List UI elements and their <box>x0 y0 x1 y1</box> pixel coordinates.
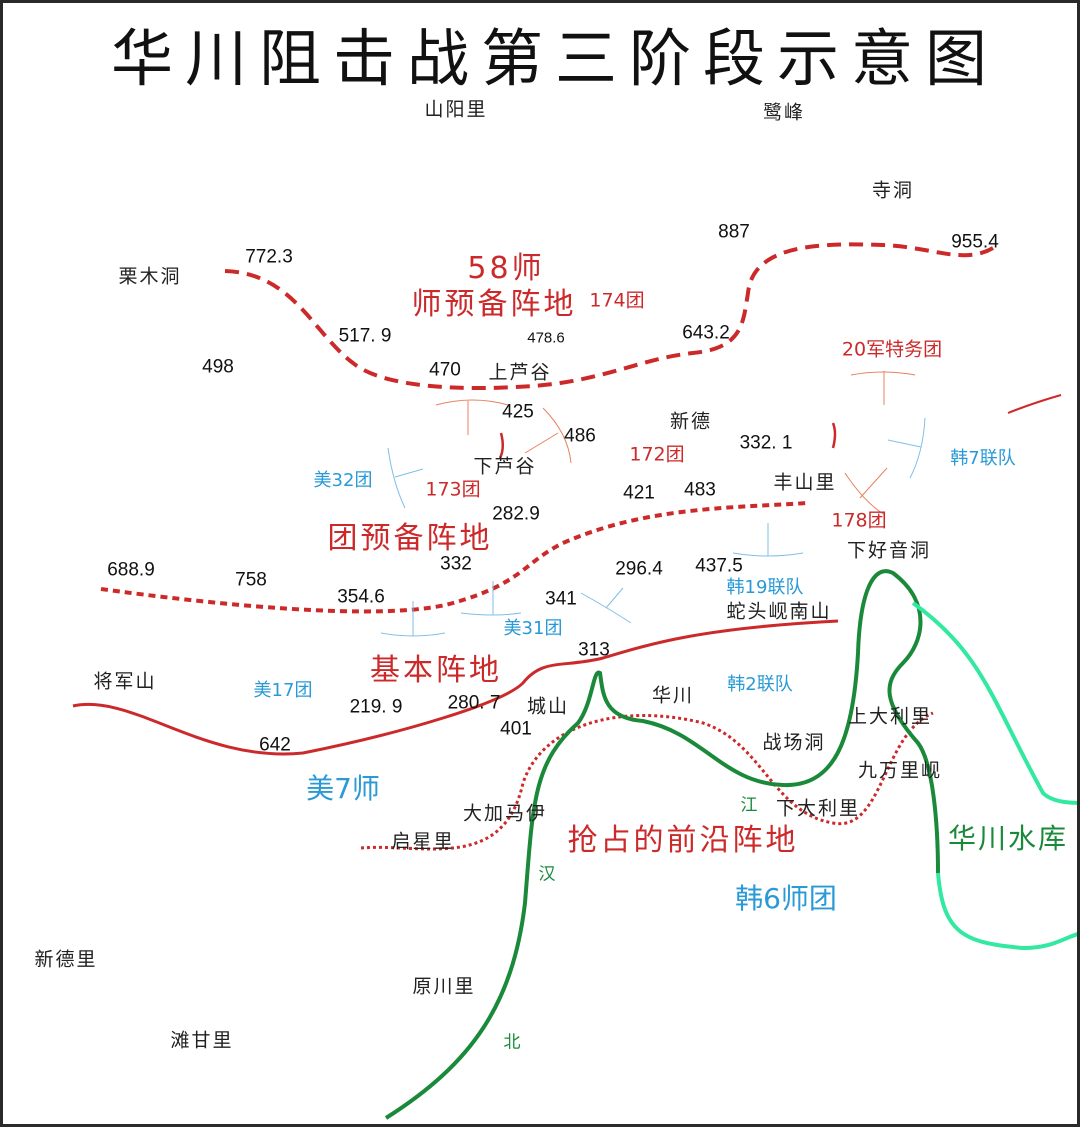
enemy-division-label: 韩6师团 <box>735 882 837 915</box>
place-label: 寺洞 <box>871 179 915 202</box>
unit-label: 20军特务团 <box>841 338 943 361</box>
elevation-label: 332 <box>440 553 472 575</box>
place-label: 将军山 <box>93 670 157 693</box>
place-label: 滩甘里 <box>170 1029 234 1052</box>
elevation-label: 887 <box>718 221 750 243</box>
elevation-label: 437.5 <box>695 555 743 577</box>
unit-label: 178团 <box>831 509 887 532</box>
place-label: 下大利里 <box>775 797 861 820</box>
unit-label: 174团 <box>589 289 645 312</box>
place-label: 栗木洞 <box>118 265 182 288</box>
elevation-label: 642 <box>259 734 291 756</box>
place-label: 启星里 <box>391 830 455 853</box>
regiment-reserve-label: 团预备阵地 <box>327 521 493 556</box>
unit-label: 173团 <box>425 478 481 501</box>
place-label: 上大利里 <box>847 705 933 728</box>
elevation-label: 498 <box>202 356 234 378</box>
place-label: 蛇头岘南山 <box>726 600 832 623</box>
map-title: 华川阻击战第三阶段示意图 <box>110 22 1000 95</box>
elevation-label: 955.4 <box>951 231 999 253</box>
place-label: 新德里 <box>34 948 98 971</box>
bukhan-river <box>384 569 940 1120</box>
elevation-label: 772.3 <box>245 246 293 268</box>
place-label: 丰山里 <box>773 471 837 494</box>
river-label: 江 <box>740 795 758 816</box>
elevation-label: 758 <box>235 569 267 591</box>
place-label: 鹭峰 <box>762 101 806 124</box>
attack-arrows <box>380 371 1062 637</box>
elevation-label: 219. 9 <box>349 696 403 718</box>
enemy-division-label: 美7师 <box>306 772 380 805</box>
division-reserve-line <box>224 242 994 390</box>
elevation-label: 470 <box>429 359 461 381</box>
elevation-label: 478.6 <box>527 329 565 347</box>
enemy-unit-label: 韩2联队 <box>727 674 793 695</box>
place-label: 原川里 <box>412 975 476 998</box>
elevation-label: 313 <box>578 639 610 661</box>
reservoir-shore <box>911 601 1077 951</box>
place-label: 城山 <box>526 695 570 718</box>
elevation-label: 354.6 <box>337 586 385 608</box>
place-label: 山阳里 <box>424 98 488 121</box>
elevation-label: 688.9 <box>107 559 155 581</box>
place-label: 新德 <box>669 410 713 433</box>
unit-label: 172团 <box>629 443 685 466</box>
river-label: 汉 <box>538 864 556 885</box>
elevation-label: 296.4 <box>615 558 663 580</box>
place-label: 华川 <box>651 684 695 707</box>
elevation-label: 401 <box>500 718 532 740</box>
regiment-reserve-line <box>100 501 809 614</box>
elevation-label: 486 <box>564 425 596 447</box>
place-label: 大加马伊 <box>462 802 548 825</box>
forward-position-label: 抢占的前沿阵地 <box>567 823 799 858</box>
elevation-label: 643.2 <box>682 322 730 344</box>
main-position-line <box>72 619 839 756</box>
river-label: 北 <box>503 1032 521 1053</box>
map-lines <box>72 242 1077 1120</box>
elevation-label: 280. 7 <box>447 692 501 714</box>
division-reserve-label: 师预备阵地 <box>411 287 577 322</box>
place-label: 下芦谷 <box>473 455 537 478</box>
enemy-unit-label: 韩7联队 <box>950 448 1016 469</box>
place-label: 九万里岘 <box>857 759 943 782</box>
place-label: 下好音洞 <box>846 539 932 562</box>
unit-label-58-division: 58师 <box>467 251 545 286</box>
enemy-unit-label: 美31团 <box>503 618 563 639</box>
place-label: 上芦谷 <box>488 361 552 384</box>
elevation-label: 332. 1 <box>739 432 793 454</box>
place-label: 战场洞 <box>762 731 826 754</box>
enemy-unit-label: 韩19联队 <box>726 577 804 598</box>
enemy-unit-label: 美32团 <box>313 470 373 491</box>
enemy-unit-label: 美17团 <box>253 680 313 701</box>
elevation-label: 483 <box>684 479 716 501</box>
elevation-label: 517. 9 <box>338 325 392 347</box>
main-position-label: 基本阵地 <box>370 653 502 688</box>
elevation-label: 341 <box>545 588 577 610</box>
elevation-label: 421 <box>623 482 655 504</box>
elevation-label: 282.9 <box>492 503 540 525</box>
reservoir-label: 华川水库 <box>947 822 1069 855</box>
elevation-label: 425 <box>502 401 534 423</box>
